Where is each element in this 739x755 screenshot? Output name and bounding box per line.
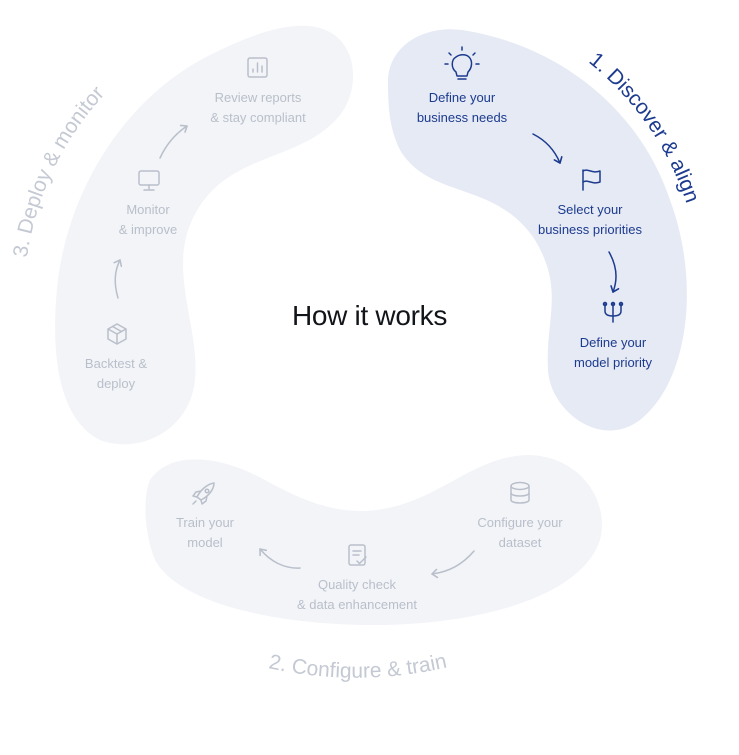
- step-label-line1: Configure your: [477, 515, 563, 530]
- step-label-line1: Define your: [428, 90, 496, 105]
- step-label-line1: Train your: [175, 515, 235, 530]
- box-icon: [107, 323, 127, 345]
- step-label-line2: model priority: [573, 355, 653, 370]
- monitor-icon: [138, 170, 160, 191]
- step-backtest-deploy: Backtest & deploy: [26, 354, 206, 394]
- step-configure-dataset: Configure your dataset: [430, 513, 610, 553]
- step-label-line1: Backtest &: [84, 356, 148, 371]
- flag-icon: [582, 169, 601, 191]
- arrow-quality-to-train: [259, 548, 301, 569]
- lightbulb-icon: [444, 46, 480, 80]
- step-select-business-priorities: Select your business priorities: [500, 200, 680, 240]
- step-label-line1: Review reports: [214, 90, 302, 105]
- step-monitor-improve: Monitor & improve: [58, 200, 238, 240]
- fork-icon: [602, 301, 624, 323]
- step-train-model: Train your model: [115, 513, 295, 553]
- phase-2-label: 2. Configure & train: [267, 650, 449, 683]
- arrow-deploy-to-monitor: [113, 259, 123, 299]
- step-label-line2: & data enhancement: [297, 597, 417, 612]
- step-label-line1: Define your: [579, 335, 647, 350]
- step-label-line2: & stay compliant: [210, 110, 306, 125]
- step-define-business-needs: Define your business needs: [372, 88, 552, 128]
- step-label-line2: model: [187, 535, 223, 550]
- step-label-line1: Quality check: [317, 577, 397, 592]
- rocket-icon: [192, 482, 215, 505]
- arrow-needs-to-priorities: [532, 133, 563, 164]
- step-label-line2: deploy: [96, 376, 136, 391]
- phase-3-background: [55, 25, 354, 445]
- arrow-priorities-to-model: [608, 251, 620, 293]
- step-quality-check: Quality check & data enhancement: [267, 575, 447, 615]
- arrow-dataset-to-quality: [431, 550, 475, 579]
- step-define-model-priority: Define your model priority: [523, 333, 703, 373]
- step-label-line2: & improve: [118, 222, 178, 237]
- phase-1-background: [388, 29, 687, 431]
- database-icon: [510, 481, 530, 504]
- phase-2-background: [145, 455, 602, 625]
- page-title: How it works: [291, 300, 448, 331]
- step-label-line2: business priorities: [537, 222, 643, 237]
- step-label-line2: business needs: [416, 110, 508, 125]
- report-chart-icon: [247, 57, 268, 78]
- step-label-line1: Select your: [557, 202, 623, 217]
- checklist-icon: [348, 544, 367, 566]
- step-label-line1: Monitor: [126, 202, 170, 217]
- step-review-reports: Review reports & stay compliant: [168, 88, 348, 128]
- arrow-monitor-to-reports: [159, 124, 188, 159]
- step-label-line2: dataset: [498, 535, 542, 550]
